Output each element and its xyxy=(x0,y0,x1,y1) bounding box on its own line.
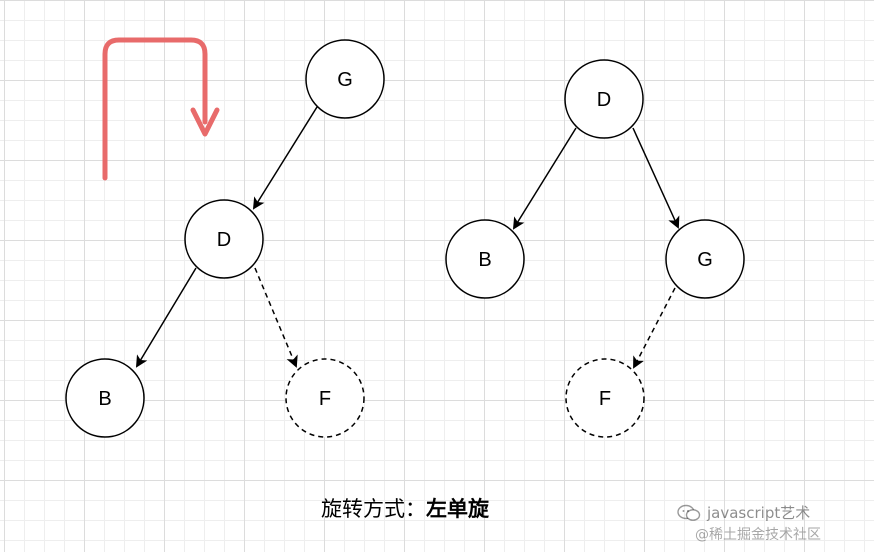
edge-right-g-f xyxy=(633,287,676,369)
watermark: javascript艺术 @稀土掘金技术社区 xyxy=(677,502,867,546)
node-label: B xyxy=(98,388,111,410)
watermark-title: javascript艺术 xyxy=(707,504,811,522)
node-label: F xyxy=(319,388,331,410)
edge-right-d-b xyxy=(512,127,577,230)
node-right-g: G xyxy=(665,219,745,299)
edge-left-g-d xyxy=(252,106,318,210)
edge-left-d-f xyxy=(254,267,298,368)
node-label: D xyxy=(217,229,231,251)
node-left-g: G xyxy=(305,39,385,119)
node-left-b: B xyxy=(65,358,145,438)
edge-right-d-g xyxy=(632,127,680,229)
node-right-d: D xyxy=(564,59,644,139)
wechat-icon xyxy=(677,504,701,521)
node-label: B xyxy=(478,249,491,271)
node-label: G xyxy=(337,69,353,91)
node-label: D xyxy=(597,89,611,111)
node-label: G xyxy=(697,249,713,271)
node-left-d: D xyxy=(184,199,264,279)
rotation-arrow xyxy=(102,37,220,181)
watermark-source: @稀土掘金技术社区 xyxy=(695,527,821,543)
node-right-b: B xyxy=(445,219,525,299)
node-right-f: F xyxy=(565,358,645,438)
edge-left-d-b xyxy=(135,267,197,368)
node-left-f: F xyxy=(285,358,365,438)
caption: 旋转方式：左单旋 xyxy=(0,493,810,523)
caption-emphasis: 左单旋 xyxy=(426,497,489,521)
caption-prefix: 旋转方式： xyxy=(321,497,426,521)
node-label: F xyxy=(599,388,611,410)
